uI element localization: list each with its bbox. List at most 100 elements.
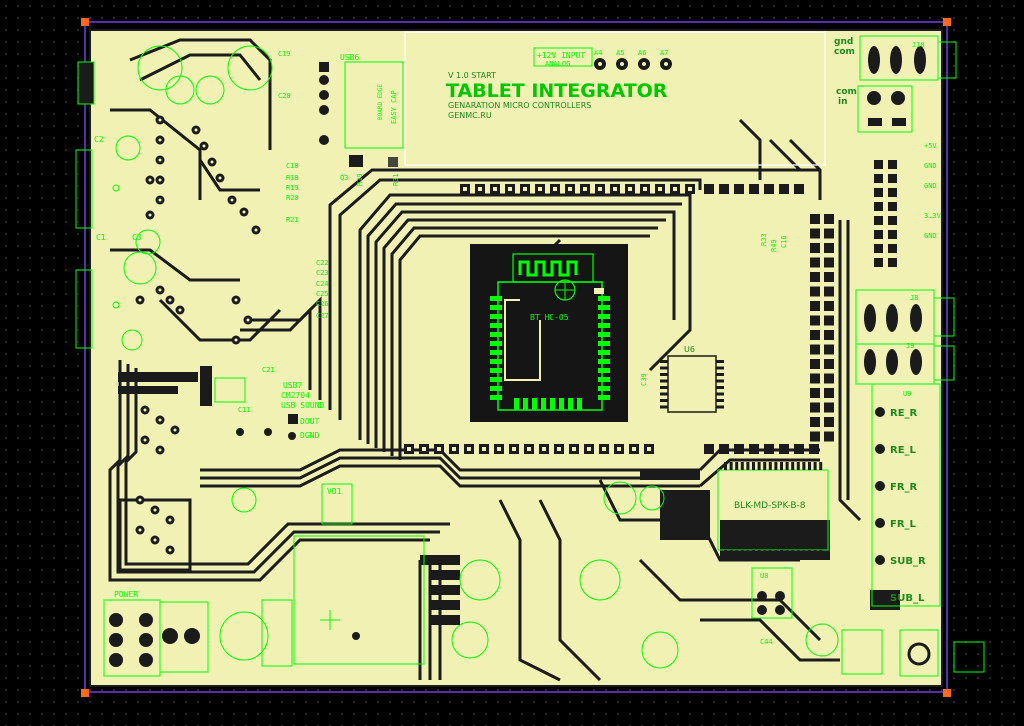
header-pin[interactable] <box>888 230 897 239</box>
header-pin[interactable] <box>719 184 729 194</box>
header-pin[interactable] <box>824 388 834 398</box>
via-hole <box>218 176 222 180</box>
header-pin[interactable] <box>824 228 834 239</box>
header-pin[interactable] <box>888 216 897 225</box>
usb6-pads[interactable] <box>319 62 329 145</box>
header-pin[interactable] <box>824 359 834 369</box>
corner-marker-tr[interactable] <box>943 18 951 26</box>
via-hole <box>168 548 172 552</box>
audio-output-pad[interactable] <box>875 444 885 454</box>
header-pin[interactable] <box>810 286 820 297</box>
mid-header-pins[interactable] <box>404 444 819 454</box>
chip-pin <box>740 462 744 470</box>
header-pin[interactable] <box>888 202 897 211</box>
header-pin[interactable] <box>810 373 820 384</box>
header-pin[interactable] <box>810 344 820 355</box>
u8-chip[interactable] <box>751 567 793 619</box>
header-pin[interactable] <box>810 388 820 398</box>
header-pin[interactable] <box>874 174 883 183</box>
header-pin[interactable] <box>810 228 820 239</box>
header-pin[interactable] <box>874 202 883 211</box>
header-pin[interactable] <box>810 417 820 427</box>
header-pin[interactable] <box>824 286 834 297</box>
via-hole <box>158 418 162 422</box>
blk-chip[interactable] <box>717 469 829 551</box>
header-pin[interactable] <box>874 258 883 267</box>
header-pin[interactable] <box>824 344 834 355</box>
corner-marker-tl[interactable] <box>81 18 89 26</box>
audio-output-pad[interactable] <box>875 481 885 491</box>
header-pin[interactable] <box>704 444 714 454</box>
header-pin[interactable] <box>749 444 759 454</box>
audio-output-pad[interactable] <box>875 592 885 602</box>
header-pin[interactable] <box>810 214 820 224</box>
header-pin[interactable] <box>874 230 883 239</box>
header-pin[interactable] <box>874 160 883 169</box>
header-pin[interactable] <box>764 444 774 454</box>
header-pin[interactable] <box>779 444 789 454</box>
header-pin[interactable] <box>779 184 789 194</box>
header-pin[interactable] <box>810 431 820 442</box>
header-pin[interactable] <box>719 444 729 454</box>
u6-chip[interactable] <box>667 355 717 413</box>
header-pin[interactable] <box>734 444 744 454</box>
bt-pad <box>490 386 502 391</box>
audio-output-pad[interactable] <box>875 518 885 528</box>
power-connector-pads[interactable] <box>109 535 425 673</box>
header-pin[interactable] <box>810 315 820 326</box>
header-pin[interactable] <box>810 330 820 340</box>
header-pin[interactable] <box>824 243 834 253</box>
header-pin[interactable] <box>824 417 834 427</box>
header-pin[interactable] <box>888 188 897 197</box>
board-edge-label: BOARD EDGE <box>377 83 384 120</box>
right-connectors[interactable] <box>841 35 985 677</box>
header-pin[interactable] <box>888 174 897 183</box>
easy-cap-label: EASY CAP <box>390 90 398 124</box>
right-header-pins[interactable] <box>810 160 897 442</box>
header-pin[interactable] <box>824 272 834 282</box>
label-c22: C22 <box>316 259 329 267</box>
header-pin[interactable] <box>874 188 883 197</box>
header-pin[interactable] <box>810 301 820 311</box>
blk-pins <box>724 462 823 558</box>
header-pin[interactable] <box>824 315 834 326</box>
header-pin[interactable] <box>888 258 897 267</box>
header-pin[interactable] <box>824 301 834 311</box>
audio-output-pad[interactable] <box>875 407 885 417</box>
header-pin[interactable] <box>704 184 714 194</box>
corner-marker-br[interactable] <box>943 689 951 697</box>
chip-pin <box>813 550 817 558</box>
chip-pin <box>757 550 761 558</box>
via-hole <box>202 144 206 148</box>
top-header-pins[interactable] <box>460 184 804 194</box>
header-pin-hole <box>572 447 576 451</box>
header-pin[interactable] <box>824 330 834 340</box>
power-rail-label: GND <box>924 182 937 190</box>
header-pin[interactable] <box>824 373 834 384</box>
header-pin[interactable] <box>888 160 897 169</box>
header-pin[interactable] <box>734 184 744 194</box>
header-pin[interactable] <box>810 402 820 413</box>
header-pin[interactable] <box>874 216 883 225</box>
power-label: POWER <box>114 590 138 599</box>
header-pin[interactable] <box>824 402 834 413</box>
corner-marker-bl[interactable] <box>81 689 89 697</box>
audio-output-pad[interactable] <box>875 555 885 565</box>
header-pin[interactable] <box>874 244 883 253</box>
header-pin[interactable] <box>749 184 759 194</box>
header-pin[interactable] <box>809 444 819 454</box>
header-pin[interactable] <box>794 444 804 454</box>
header-pin[interactable] <box>888 244 897 253</box>
header-pin[interactable] <box>824 214 834 224</box>
header-pin[interactable] <box>810 272 820 282</box>
header-pin[interactable] <box>810 243 820 253</box>
header-pin[interactable] <box>824 431 834 442</box>
header-pin[interactable] <box>824 257 834 268</box>
header-pin[interactable] <box>764 184 774 194</box>
header-pin[interactable] <box>810 257 820 268</box>
header-pin[interactable] <box>810 359 820 369</box>
header-pin[interactable] <box>794 184 804 194</box>
